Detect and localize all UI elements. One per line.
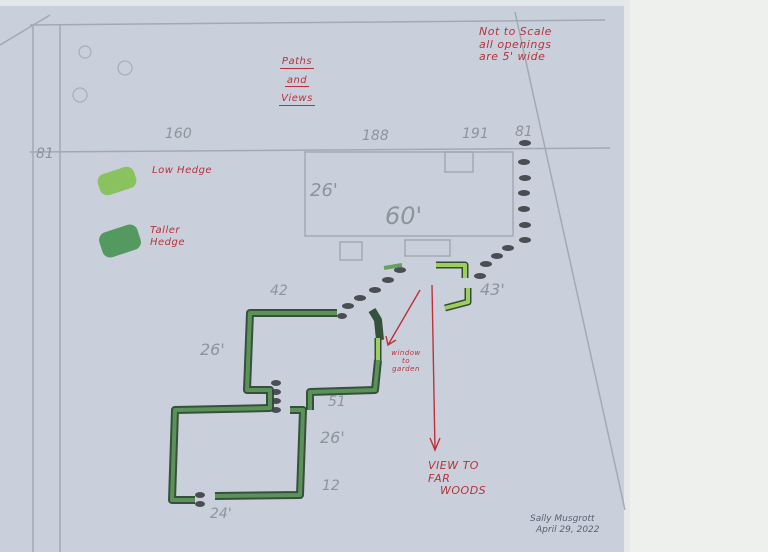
diagram-title: Paths and Views	[262, 54, 332, 112]
note-line-2: all openings	[479, 37, 552, 51]
house-top-left-label: 188	[362, 128, 389, 144]
house-top-right-label: 191	[462, 126, 489, 142]
note-line-1: Not to Scale	[479, 25, 552, 38]
house-depth-label: 26'	[310, 180, 338, 201]
title-line-3: Views	[279, 93, 315, 106]
view-line-3: WOODS	[440, 484, 487, 498]
legend-taller-hedge-label: Taller Hedge	[150, 225, 186, 248]
scanner-background	[628, 0, 768, 552]
paper-top-edge	[0, 0, 628, 6]
view-line-2: FAR	[428, 471, 451, 485]
patio-side-dimension: 43'	[480, 280, 505, 299]
scale-note: Not to Scale all openings are 5' wide	[479, 25, 599, 64]
title-line-2: and	[284, 74, 310, 87]
view-line-1: VIEW TO	[428, 459, 479, 472]
left-margin-dimension: 160	[165, 126, 192, 142]
paper-sheet	[0, 0, 628, 552]
paper-right-edge	[624, 0, 630, 552]
stepping-stones	[195, 140, 531, 507]
signature-name: Sally Musgrott	[530, 514, 595, 524]
view-to-far-woods-label: VIEW TO FAR WOODS	[428, 459, 518, 498]
title-line-1: Paths	[279, 56, 315, 69]
window-to-garden-label: window to garden	[391, 349, 421, 374]
house-corner-label: 81	[515, 124, 533, 140]
legend-low-hedge-label: Low Hedge	[152, 165, 213, 176]
signature-date: April 29, 2022	[536, 524, 600, 535]
signature: Sally Musgrott April 29, 2022	[530, 514, 600, 536]
lower-right-corner-dimension: 12	[322, 478, 340, 494]
house-width-label: 60'	[385, 202, 423, 230]
left-edge-dimension: 81	[36, 146, 54, 162]
garden-top-dimension: 42	[270, 283, 288, 299]
note-line-3: are 5' wide	[479, 50, 546, 64]
garden-side-dimension: 26'	[200, 340, 225, 359]
lower-right-top-dimension: 51	[328, 394, 346, 410]
lower-right-side-dimension: 26'	[320, 428, 345, 447]
lower-bottom-dimension: 24'	[210, 506, 232, 522]
